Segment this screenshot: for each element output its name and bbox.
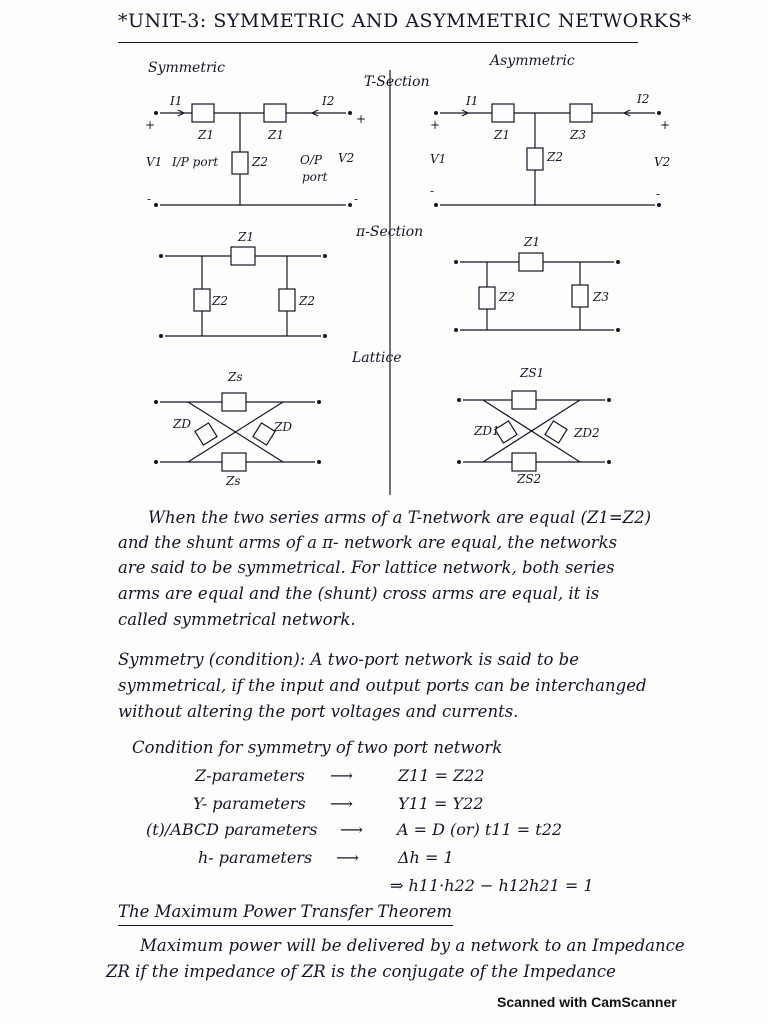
t-sym-z1a: Z1 [198,128,214,142]
title-rule [118,42,638,43]
paragraph-line-3: are said to be symmetrical. For lattice … [118,558,615,577]
pi-sym-z2b: Z2 [299,294,315,308]
paragraph-line-1: When the two series arms of a T-network … [148,508,652,527]
t-asym-v1: V1 [430,152,447,166]
t-sym-minus-right: - [354,192,359,206]
t-section-symmetric [154,103,352,207]
t-sym-plus-left: + [145,118,156,132]
condition-value: A = D (or) t11 = t22 [397,820,563,839]
mpt-line-1: Maximum power will be delivered by a net… [140,936,685,955]
condition-param: Z-parameters [195,766,305,785]
t-sym-out-port-2: port [302,170,328,184]
symmetry-line-3: without altering the port voltages and c… [118,702,519,721]
pi-asym-z2: Z2 [499,290,515,304]
condition-arrow: ⟶ [330,766,353,785]
lat-asym-zs1: ZS1 [520,366,545,380]
mpt-line-2: ZR if the impedance of ZR is the conjuga… [106,962,616,981]
t-sym-minus-left: - [147,192,152,206]
lattice-asymmetric [457,390,611,472]
t-asym-v2: V2 [654,155,671,169]
lat-asym-zd2: ZD2 [574,426,600,440]
t-asym-minus-right: - [656,187,661,201]
t-sym-v2: V2 [338,151,355,165]
condition-value: Δh = 1 [398,848,454,867]
network-diagrams [154,70,661,495]
symmetry-line-2: symmetrical, if the input and output por… [118,676,647,695]
symmetry-line-1: Symmetry (condition): A two-port network… [118,650,579,669]
t-asym-i1: I1 [466,94,479,108]
t-asym-minus-left: - [430,184,435,198]
pi-sym-z1: Z1 [238,230,254,244]
h-condition-expanded: ⇒ h11·h22 − h12h21 = 1 [390,876,594,895]
paragraph-line-2: and the shunt arms of a π- network are e… [118,533,618,552]
condition-arrow: ⟶ [336,848,359,867]
condition-heading: Condition for symmetry of two port netwo… [132,738,503,757]
condition-value: Z11 = Z22 [398,766,485,785]
condition-param: Y- parameters [193,794,306,813]
t-section-asymmetric [434,103,661,207]
pi-asym-z3: Z3 [593,290,609,304]
t-asym-plus-right: + [660,118,671,132]
pi-section-asymmetric [454,252,620,332]
condition-arrow: ⟶ [340,820,363,839]
pi-section-label: π-Section [356,224,424,240]
pi-sym-z2a: Z2 [212,294,228,308]
t-asym-z2: Z2 [547,150,563,164]
t-asym-plus-left: + [430,118,441,132]
condition-value: Y11 = Y22 [398,794,484,813]
mpt-heading: The Maximum Power Transfer Theorem [118,902,452,921]
pi-asym-z1: Z1 [524,235,540,249]
condition-arrow: ⟶ [330,794,353,813]
page-title: *UNIT-3: SYMMETRIC AND ASYMMETRIC NETWOR… [118,10,692,32]
condition-param: (t)/ABCD parameters [146,820,318,839]
lat-sym-zs-top: Zs [228,370,243,384]
t-sym-i2: I2 [322,94,335,108]
lat-sym-zd-right: ZD [274,420,292,434]
t-sym-z1b: Z1 [268,128,284,142]
paragraph-line-4: arms are equal and the (shunt) cross arm… [118,584,600,603]
t-sym-z2: Z2 [252,155,268,169]
lattice-symmetric [154,392,321,472]
condition-param: h- parameters [198,848,313,867]
lat-asym-zs2: ZS2 [517,472,542,486]
t-sym-out-port: O/P [300,153,322,167]
lat-sym-zd-left: ZD [173,417,191,431]
camscanner-watermark: Scanned with CamScanner [497,994,677,1010]
t-asym-i2: I2 [637,92,650,106]
t-section-label: T-Section [364,74,430,90]
mpt-heading-underline [118,925,453,926]
asymmetric-heading: Asymmetric [490,53,575,69]
paragraph-line-5: called symmetrical network. [118,610,356,629]
t-asym-z3: Z3 [570,128,586,142]
lat-sym-zs-bottom: Zs [226,474,241,488]
pi-section-symmetric [159,246,327,338]
t-sym-plus-right: + [356,112,367,126]
t-sym-i1: I1 [170,94,183,108]
symmetric-heading: Symmetric [148,60,225,76]
lattice-label: Lattice [352,350,402,366]
t-sym-v1: V1 [146,155,163,169]
lat-asym-zd1: ZD1 [474,424,500,438]
t-asym-z1: Z1 [494,128,510,142]
t-sym-in-port: I/P port [172,155,219,169]
